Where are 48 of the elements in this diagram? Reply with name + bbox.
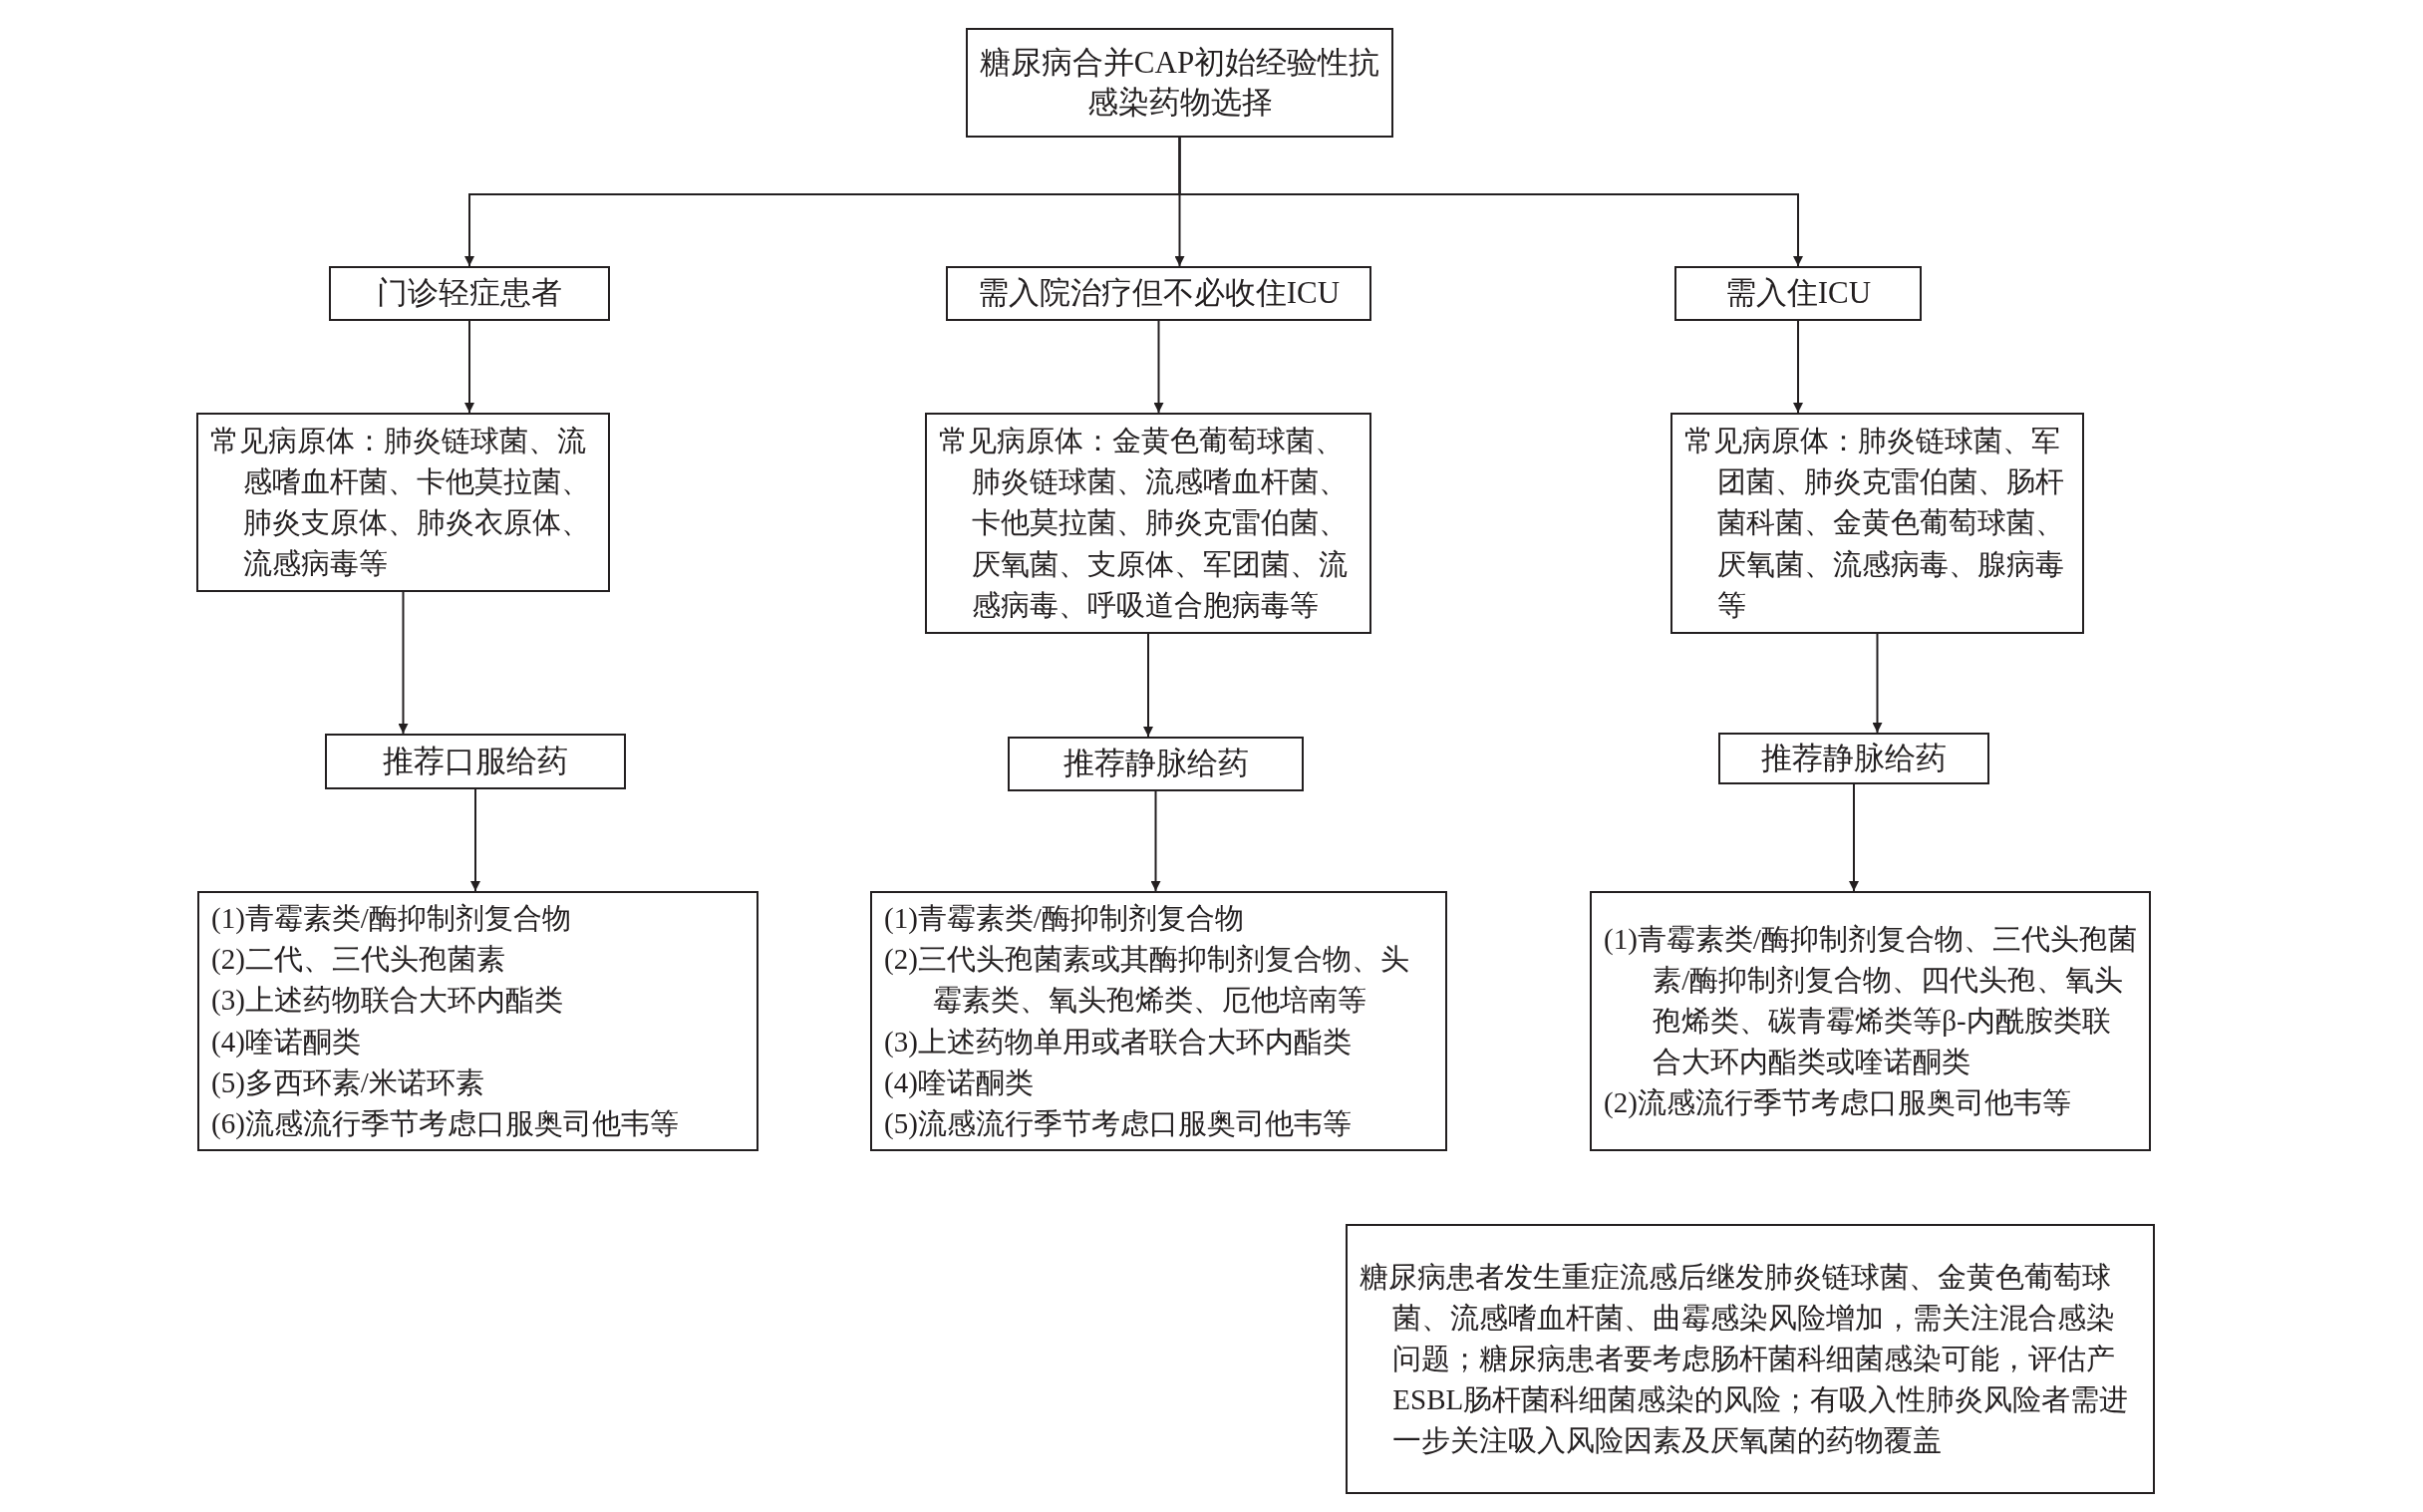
process-box: [946, 266, 1371, 321]
process-box: [925, 413, 1371, 634]
list-item: (2)流感流行季节考虑口服奥司他韦等: [1604, 1085, 2072, 1121]
process-box: [1670, 413, 2084, 634]
arrow: [470, 788, 480, 892]
box-text: 门诊轻症患者: [377, 274, 562, 313]
arrow: [1153, 320, 1164, 414]
arrow: [1872, 633, 1883, 734]
list-item: (3)上述药物单用或者联合大环内酯类: [884, 1024, 1353, 1059]
process-box: [196, 413, 610, 592]
box-text: 推荐静脉给药: [1761, 739, 1947, 777]
list-item: (1)青霉素类/酶抑制剂复合物: [211, 901, 572, 936]
arrow: [1150, 790, 1161, 892]
list-item: (4)喹诺酮类: [211, 1024, 362, 1059]
list-item: (6)流感流行季节考虑口服奥司他韦等: [211, 1105, 680, 1141]
arrow: [398, 591, 409, 735]
box-text: 需入院治疗但不必收住ICU: [977, 274, 1341, 313]
arrow: [1793, 320, 1803, 414]
process-box: [329, 266, 610, 321]
box-text: 常见病原体：肺炎链球菌、流感嗜血杆菌、卡他莫拉菌、肺炎支原体、肺炎衣原体、流感病毒等: [210, 423, 592, 582]
box-text: 常见病原体：肺炎链球菌、军团菌、肺炎克雷伯菌、肠杆菌科菌、金黄色葡萄球菌、厌氧菌、流感病毒、腺病毒等: [1684, 424, 2066, 623]
arrow: [464, 320, 474, 414]
list-item: (2)三代头孢菌素或其酶抑制剂复合物、头霉素类、氧头孢烯类、厄他培南等: [884, 942, 1410, 1019]
process-box: [1590, 891, 2151, 1151]
process-box: [197, 891, 758, 1151]
box-text: 糖尿病患者发生重症流感后继发肺炎链球菌、金黄色葡萄球菌、流感嗜血杆菌、曲霉感染风险增加，需关注混合感染问题；糖尿病患者要考虑肠杆菌科细菌感染可能，评估产ESBL肠杆菌科细菌感染的风险；有吸入性肺炎风险者需进一步关注吸入风险因素及厌氧菌的药物覆盖: [1360, 1259, 2130, 1459]
process-box: [870, 891, 1447, 1151]
process-box: [1008, 737, 1304, 791]
list-item: (2)二代、三代头孢菌素: [211, 942, 506, 978]
process-box: [966, 28, 1393, 138]
list-item: (3)上述药物联合大环内酯类: [211, 983, 564, 1019]
process-box: [325, 734, 626, 789]
box-text: 推荐静脉给药: [1062, 745, 1249, 783]
list-item: (4)喹诺酮类: [884, 1064, 1035, 1100]
arrow: [1178, 137, 1803, 267]
list-item: (5)流感流行季节考虑口服奥司他韦等: [884, 1105, 1353, 1141]
list-item: (5)多西环素/米诺环素: [211, 1064, 485, 1100]
box-text: 推荐口服给药: [383, 742, 568, 780]
box-text: 常见病原体：金黄色葡萄球菌、肺炎链球菌、流感嗜血杆菌、卡他莫拉菌、肺炎克雷伯菌、厌氧菌、支原体、军团菌、流感病毒、呼吸道合胞病毒等: [939, 424, 1350, 623]
list-item: (1)青霉素类/酶抑制剂复合物、三代头孢菌素/酶抑制剂复合物、四代头孢、氧头孢烯类、碳青霉烯类等β-内酰胺类联合大环内酯类或喹诺酮类: [1604, 921, 2137, 1080]
list-item: (1)青霉素类/酶抑制剂复合物: [884, 901, 1245, 936]
box-text: 糖尿病合并CAP初始经验性抗感染药物选择: [978, 43, 1381, 122]
process-box: [1674, 266, 1922, 321]
process-box: [1718, 733, 1989, 784]
arrow: [1143, 633, 1153, 738]
note-box: [1346, 1224, 2155, 1494]
box-text: 需入住ICU: [1724, 274, 1872, 313]
arrow: [1849, 783, 1859, 892]
